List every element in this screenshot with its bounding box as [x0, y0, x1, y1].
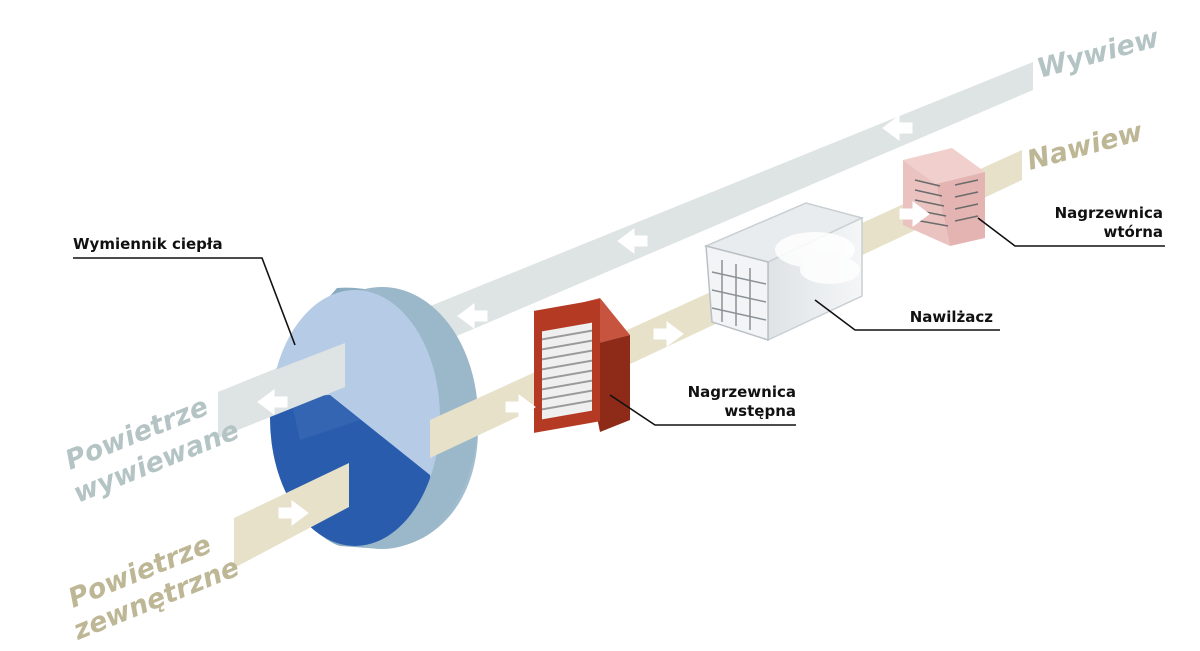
preheater-unit [534, 298, 630, 433]
reheater-label-line1: Nagrzewnica [1055, 204, 1163, 222]
exhaust-arrow-icon [257, 389, 288, 415]
supply-arrow-icon [278, 500, 309, 526]
humidifier-unit [703, 202, 865, 342]
supply-arrow-icon [653, 321, 684, 347]
exhaust-outflow-band [218, 343, 345, 438]
preheater-leader-line [609, 394, 796, 426]
heat-exchanger-label: Wymiennik ciepła [73, 235, 223, 253]
heat-exchanger-leader-line [73, 257, 296, 346]
humidifier-label: Nawilżacz [910, 308, 994, 326]
humidifier-leader-line [814, 299, 1000, 331]
reheater-unit [903, 148, 985, 246]
preheater-label-line1: Nagrzewnica [688, 383, 796, 401]
exhaust-arrow-icon [457, 303, 488, 329]
reheater-label-line2: wtórna [1103, 223, 1163, 241]
reheater-leader-line [977, 217, 1165, 247]
exhaust-extract-label: Wywiew [1034, 22, 1164, 85]
exhaust-arrow-icon [882, 115, 913, 141]
supply-arrow-icon [899, 201, 930, 227]
supply-arrow-icon [505, 394, 536, 420]
preheater-label-line2: wstępna [724, 402, 796, 420]
supply-label: Nawiew [1024, 116, 1147, 177]
exhaust-arrow-icon [617, 228, 648, 254]
